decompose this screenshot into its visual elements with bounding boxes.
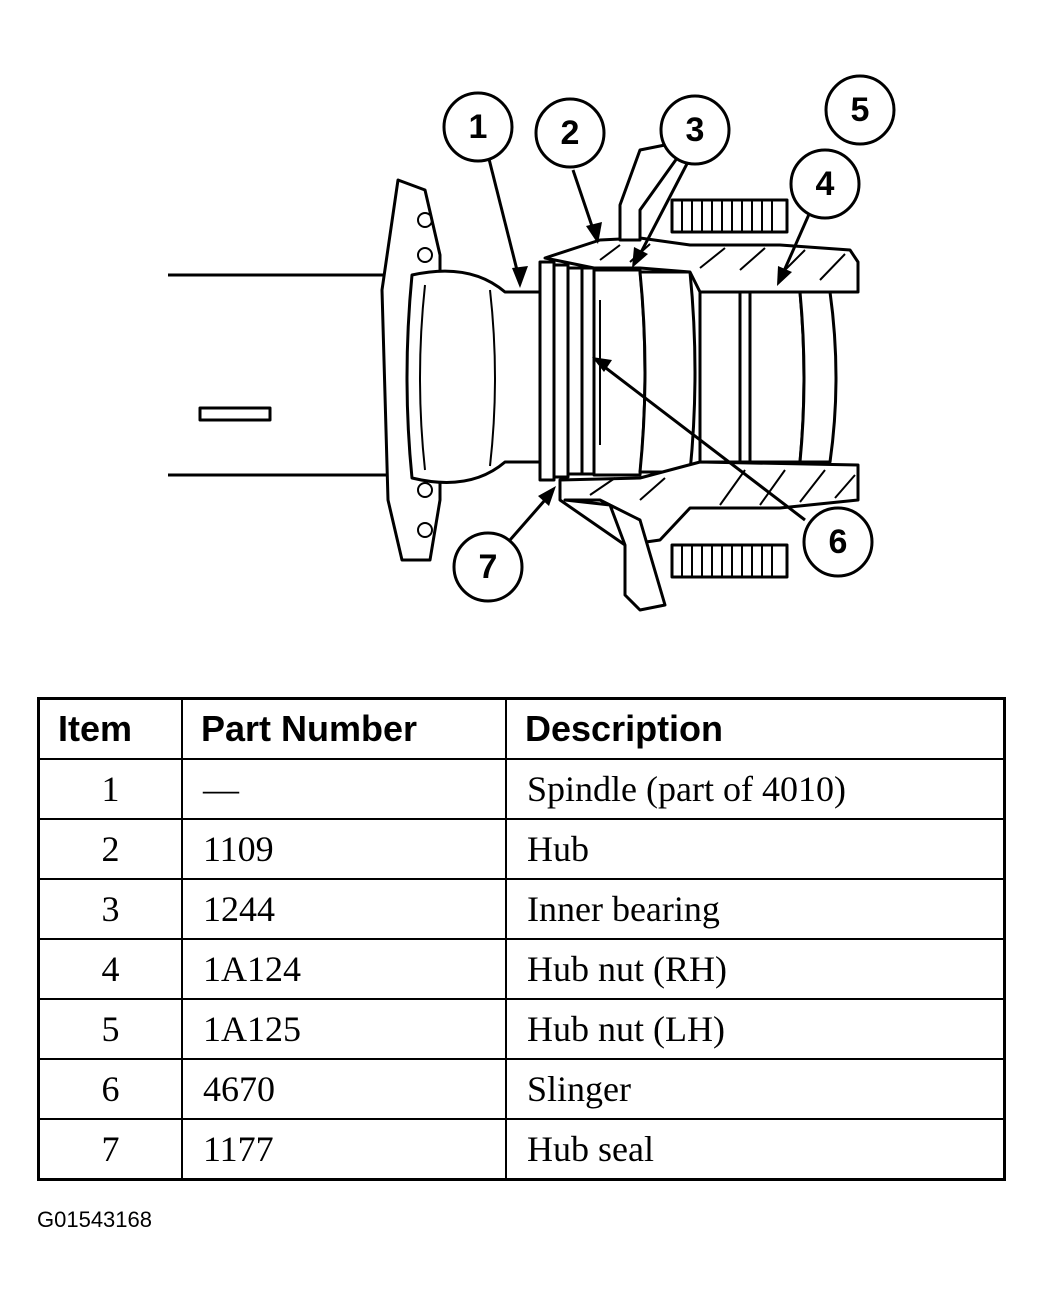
inner-bearing	[592, 268, 697, 477]
callout-6-label: 6	[829, 523, 848, 561]
callout-3: 3	[659, 94, 731, 166]
callout-2-label: 2	[561, 114, 580, 152]
item-cell: 3	[37, 878, 183, 940]
item-cell: 1	[37, 758, 183, 820]
outer-bearing	[698, 290, 838, 464]
table-row: 4 1A124 Hub nut (RH)	[37, 938, 1006, 1000]
description-cell: Hub nut (LH)	[505, 998, 1006, 1060]
header-item: Item	[37, 697, 183, 760]
callout-7-label: 7	[479, 548, 498, 586]
spindle	[405, 269, 547, 484]
table-row: 5 1A125 Hub nut (LH)	[37, 998, 1006, 1060]
description-cell: Hub nut (RH)	[505, 938, 1006, 1000]
leader-lines	[486, 154, 812, 541]
callout-2: 2	[534, 97, 606, 169]
hub-seal-rings	[538, 260, 596, 482]
part-number-cell: 4670	[181, 1058, 507, 1120]
callout-6: 6	[802, 506, 874, 578]
callout-4-label: 4	[816, 165, 835, 203]
callout-4: 4	[789, 148, 861, 220]
item-cell: 6	[37, 1058, 183, 1120]
callout-3-label: 3	[686, 111, 705, 149]
description-cell: Spindle (part of 4010)	[505, 758, 1006, 820]
callout-1-label: 1	[469, 108, 488, 146]
figure-id: G01543168	[37, 1207, 152, 1232]
description-cell: Hub seal	[505, 1118, 1006, 1181]
description-cell: Inner bearing	[505, 878, 1006, 940]
part-number-cell: 1177	[181, 1118, 507, 1181]
hub-assembly-diagram: 1 2 3 4 5 6 7	[168, 74, 896, 612]
callout-1: 1	[442, 91, 514, 163]
callout-5: 5	[824, 74, 896, 146]
part-number-cell: 1244	[181, 878, 507, 940]
item-cell: 7	[37, 1118, 183, 1181]
description-cell: Hub	[505, 818, 1006, 880]
table-row: 3 1244 Inner bearing	[37, 878, 1006, 940]
table-row: 7 1177 Hub seal	[37, 1118, 1006, 1181]
header-part-number: Part Number	[181, 697, 507, 760]
table-row: 6 4670 Slinger	[37, 1058, 1006, 1120]
table-row: 1 — Spindle (part of 4010)	[37, 758, 1006, 820]
callout-5-label: 5	[851, 91, 870, 129]
item-cell: 5	[37, 998, 183, 1060]
part-number-cell: 1109	[181, 818, 507, 880]
table-header-row: Item Part Number Description	[37, 697, 1006, 760]
part-number-cell: 1A125	[181, 998, 507, 1060]
callout-7: 7	[452, 531, 524, 603]
part-number-cell: —	[181, 758, 507, 820]
table-row: 2 1109 Hub	[37, 818, 1006, 880]
part-number-cell: 1A124	[181, 938, 507, 1000]
item-cell: 4	[37, 938, 183, 1000]
parts-table: Item Part Number Description 1 — Spindle…	[37, 697, 1006, 1181]
wheel-stud-upper	[670, 198, 789, 234]
dust-shield	[563, 138, 692, 612]
wheel-stud-lower	[670, 543, 789, 579]
description-cell: Slinger	[505, 1058, 1006, 1120]
axle-shaft	[168, 273, 395, 477]
header-description: Description	[505, 697, 1006, 760]
item-cell: 2	[37, 818, 183, 880]
